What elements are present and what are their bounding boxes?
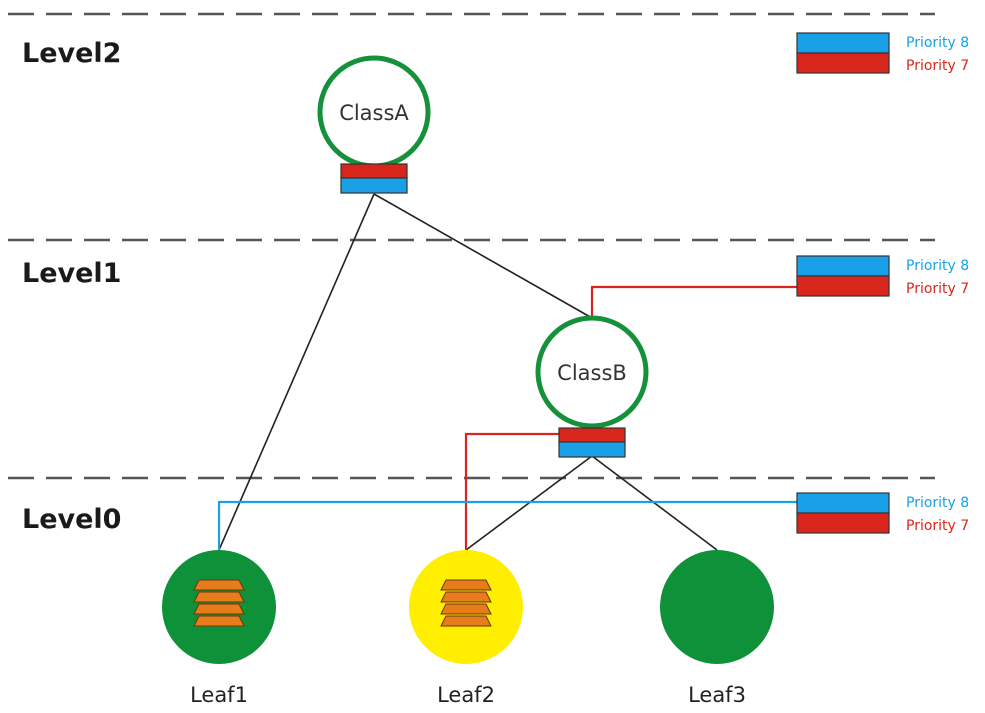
legend-level1-priority8-swatch	[796, 255, 890, 277]
legend-level2-priority7-label: Priority 7	[906, 58, 969, 74]
legend-level2-priority7-swatch	[796, 52, 890, 74]
legend-level0-priority7-label: Priority 7	[906, 518, 969, 534]
edge-classa-leaf1	[218, 193, 375, 551]
legend-level1-priority8-label: Priority 8	[906, 258, 969, 274]
priority7-link-leaf2	[464, 432, 560, 550]
leaf2-queue-icon	[440, 579, 492, 627]
priority8-link-leaf1	[217, 500, 800, 550]
leaf3-node	[660, 550, 774, 664]
leaf3-label: Leaf3	[688, 683, 746, 707]
legend-level0-priority8-label: Priority 8	[906, 495, 969, 511]
level2-label: Level2	[22, 38, 121, 69]
legend-level0-priority8-swatch	[796, 492, 890, 514]
class-b-node	[535, 315, 649, 429]
legend-level0-priority7-swatch	[796, 512, 890, 534]
class-b-label: ClassB	[557, 361, 627, 385]
legend-level1-priority7-label: Priority 7	[906, 281, 969, 297]
leaf2-label: Leaf2	[437, 683, 495, 707]
edge-classa-classb	[373, 193, 593, 319]
legend-level2-priority8-swatch	[796, 32, 890, 54]
class-a-priority7-slot	[340, 163, 408, 179]
leaf1-queue-icon	[193, 579, 245, 627]
legend-level1-priority7-swatch	[796, 275, 890, 297]
class-a-priority8-slot	[340, 177, 408, 194]
level1-label: Level1	[22, 258, 121, 289]
class-a-label: ClassA	[339, 101, 409, 125]
priority7-link-classb	[590, 285, 800, 318]
class-b-priority7-slot	[558, 427, 626, 443]
level0-label: Level0	[22, 504, 121, 535]
leaf1-label: Leaf1	[190, 683, 248, 707]
class-b-priority8-slot	[558, 441, 626, 458]
legend-level2-priority8-label: Priority 8	[906, 35, 969, 51]
